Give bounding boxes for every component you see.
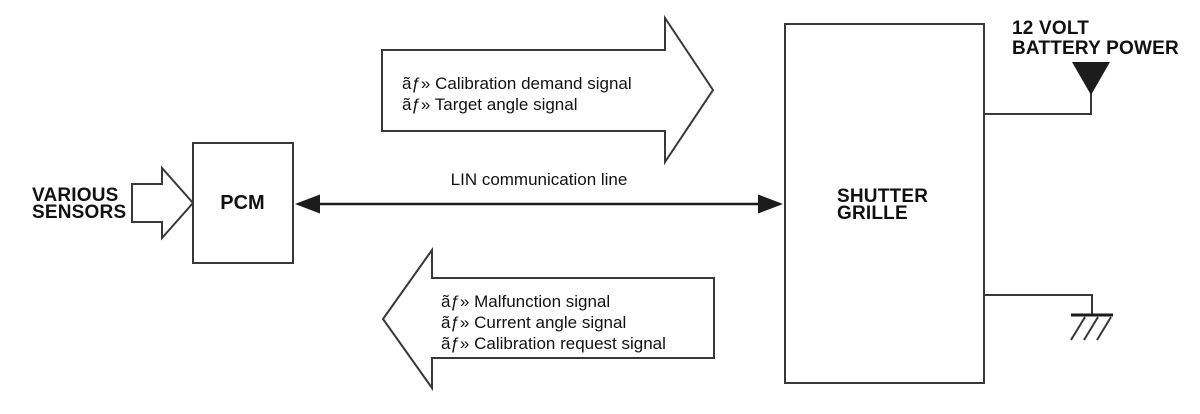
battery-power-label: 12 VOLT BATTERY POWER: [1012, 19, 1179, 59]
lin-arrowhead-right-icon: [758, 194, 783, 214]
shutter-grille-box: [784, 23, 985, 384]
shutter-grille-label: SHUTTER GRILLE: [837, 186, 929, 224]
ground-slash-2-icon: [1083, 316, 1099, 341]
signal-calibration-demand: ãƒ» Calibration demand signal: [402, 74, 632, 93]
signal-calibration-request: ãƒ» Calibration request signal: [441, 334, 666, 353]
battery-power-triangle-icon: [1072, 62, 1110, 95]
shutter-grille-line1: SHUTTER: [837, 186, 929, 207]
battery-power-line1: 12 VOLT: [1012, 18, 1090, 39]
shutter-grille-line2: GRILLE: [837, 203, 908, 224]
pcm-box: [192, 142, 294, 264]
left-block-arrow-icon: [381, 246, 715, 392]
various-sensors-line2: SENSORS: [32, 202, 127, 223]
pcm-label: PCM: [220, 192, 265, 214]
signals-to-grille-list: ãƒ» Calibration demand signal ãƒ» Target…: [402, 73, 632, 115]
signal-current-angle: ãƒ» Current angle signal: [441, 313, 627, 332]
sensors-arrow-icon: [131, 165, 195, 241]
ground-slash-3-icon: [1096, 316, 1112, 341]
ground-wire: [984, 294, 1093, 315]
lin-arrowhead-left-icon: [295, 194, 320, 214]
signal-target-angle: ãƒ» Target angle signal: [402, 95, 578, 114]
various-sensors-line1: VARIOUS: [32, 185, 119, 206]
signal-malfunction: ãƒ» Malfunction signal: [441, 292, 611, 311]
ground-slash-1-icon: [1070, 316, 1086, 341]
signals-to-pcm-list: ãƒ» Malfunction signal ãƒ» Current angle…: [441, 291, 666, 354]
battery-wire: [984, 92, 1092, 115]
various-sensors-label: VARIOUS SENSORS: [32, 185, 127, 223]
battery-power-line2: BATTERY POWER: [1012, 38, 1179, 59]
right-block-arrow-icon: [381, 14, 715, 166]
lin-communication-label: LIN communication line: [450, 170, 628, 189]
